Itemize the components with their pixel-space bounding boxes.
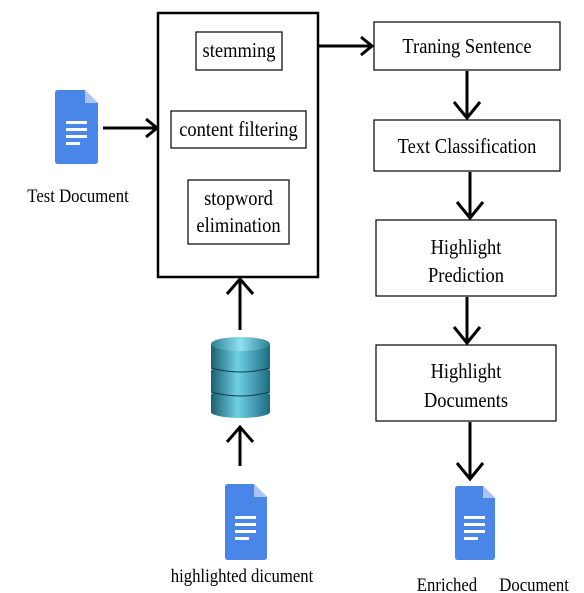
arrow-prediction-to-documents (452, 297, 482, 346)
arrow-highlighted-doc-to-database (225, 424, 255, 466)
text-classification-box (373, 119, 561, 172)
arrow-training-to-classification (452, 71, 482, 121)
enriched-document-icon (455, 486, 495, 560)
enriched-label: Enriched (416, 575, 478, 593)
stopword-elimination-label: stopword elimination (194, 185, 283, 239)
training-sentence-label: Traning Sentence (402, 34, 532, 58)
stopword-elimination-box (187, 179, 290, 245)
test-document-icon (55, 90, 98, 164)
training-sentence-box (373, 21, 561, 71)
content-filtering-label: content filtering (179, 117, 298, 141)
highlighted-document-label: highlighted dicument (170, 566, 314, 587)
highlight-prediction-box (375, 219, 557, 297)
arrow-test-doc-to-preprocess (103, 117, 160, 139)
test-document-label: Test Document (27, 186, 129, 207)
highlight-documents-box (375, 344, 557, 422)
arrow-classification-to-prediction (455, 172, 485, 221)
highlighted-document-icon (225, 484, 267, 560)
text-classification-label: Text Classification (397, 134, 537, 158)
stemming-label: stemming (202, 38, 276, 62)
content-filtering-box (170, 110, 307, 149)
database-icon (210, 337, 271, 418)
highlight-documents-label: Highlight Documents (423, 359, 509, 412)
highlight-prediction-label: Highlight Prediction (428, 235, 504, 287)
stemming-box (195, 31, 283, 71)
arrow-documents-to-enriched (455, 422, 485, 482)
arrow-preprocess-to-training (319, 35, 375, 57)
stopword-elimination-text: stopword elimination (196, 186, 281, 237)
document-label: Document (499, 575, 569, 593)
arrow-database-to-preprocess (225, 276, 255, 330)
